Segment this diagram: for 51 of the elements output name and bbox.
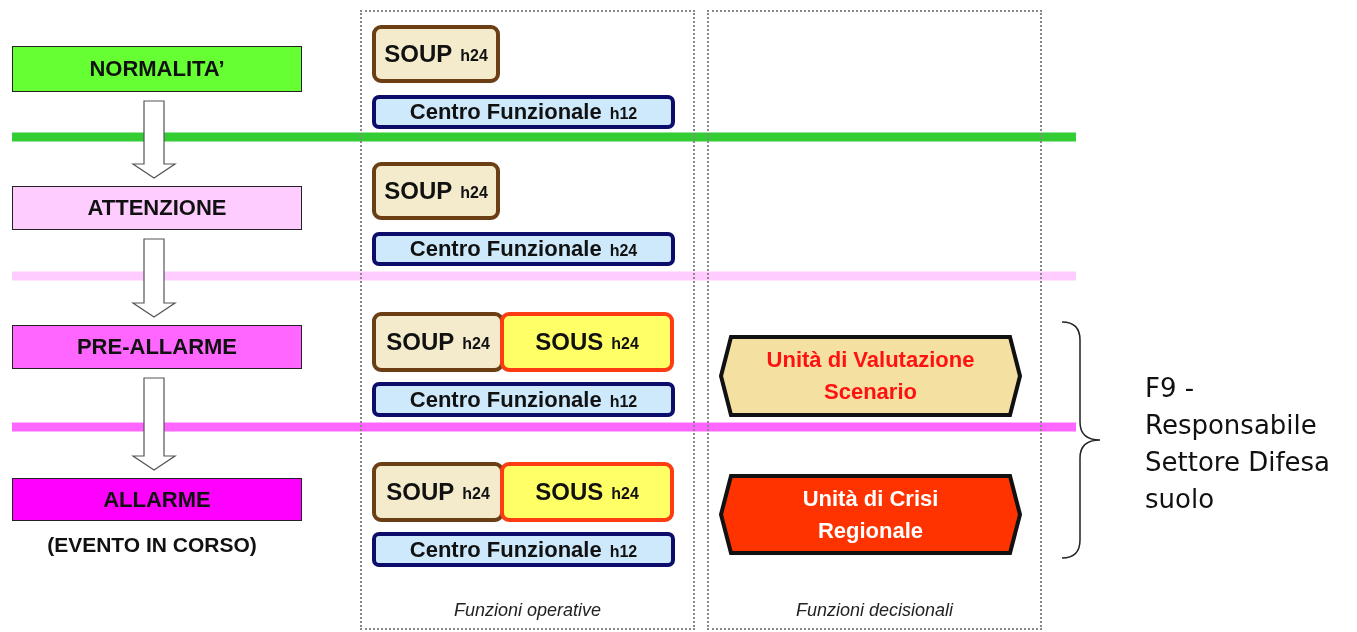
unit-box [372, 25, 500, 83]
phase-note: (EVENTO IN CORSO) [46, 533, 258, 557]
unit-name: Centro Funzionale [409, 386, 602, 413]
hours-label: h24 [609, 242, 638, 260]
hexagon-box [719, 335, 1022, 417]
unit-box [372, 382, 675, 417]
phase-name: ATTENZIONE [87, 195, 227, 221]
hours-label: h24 [611, 485, 639, 503]
unit-box [372, 95, 675, 129]
unit-name: Centro Funzionale [409, 99, 602, 125]
hours-label: h12 [609, 105, 638, 123]
column-title: Funzioni operative [452, 600, 603, 621]
column-title: Funzioni decisionali [794, 600, 955, 621]
unit-box [500, 312, 674, 372]
hours-label: h24 [462, 335, 490, 353]
unit-box [372, 232, 675, 266]
unit-name: SOUP [386, 328, 455, 356]
responsibility-note: F9 - Responsabile Settore Difesa suolo [1145, 372, 1332, 516]
phase-name: NORMALITA’ [89, 56, 225, 82]
column-panel [707, 10, 1042, 630]
unit-box [372, 312, 504, 372]
unit-name: SOUP [384, 177, 453, 205]
hours-label: h24 [611, 335, 639, 353]
phase-box [12, 325, 302, 369]
hours-label: h12 [609, 542, 638, 561]
unit-name: Centro Funzionale [409, 236, 602, 262]
unit-name: Unità di Valutazione Scenario [765, 346, 976, 406]
phase-box [12, 478, 302, 521]
unit-name: SOUS [535, 328, 604, 356]
hours-label: h24 [462, 485, 490, 503]
hours-label: h12 [609, 392, 638, 411]
unit-name: SOUS [535, 478, 604, 506]
unit-name: Unità di Crisi Regionale [801, 484, 940, 545]
phase-box [12, 186, 302, 230]
unit-name: Centro Funzionale [409, 536, 602, 563]
unit-box [372, 532, 675, 567]
hours-label: h24 [460, 184, 488, 202]
unit-name: SOUP [384, 40, 453, 68]
unit-box [500, 462, 674, 522]
unit-box [372, 462, 504, 522]
hours-label: h24 [460, 47, 488, 65]
block-arrow [131, 100, 177, 179]
phase-box [12, 46, 302, 92]
phase-name: PRE-ALLARME [76, 334, 238, 360]
hexagon-box [719, 474, 1022, 555]
unit-name: SOUP [386, 478, 455, 506]
phase-name: ALLARME [103, 486, 211, 513]
unit-box [372, 162, 500, 220]
column-panel [360, 10, 695, 630]
block-arrow [131, 377, 177, 471]
block-arrow [131, 238, 177, 318]
